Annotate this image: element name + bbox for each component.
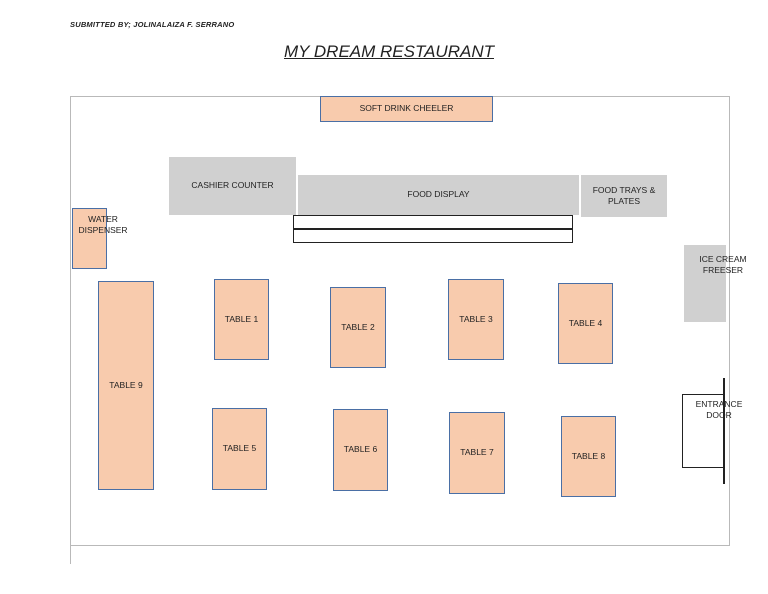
wall-left: [70, 96, 71, 564]
table-9-label: TABLE 9: [109, 379, 143, 390]
table-8: TABLE 8: [561, 416, 616, 497]
table-6: TABLE 6: [333, 409, 388, 491]
table-8-label: TABLE 8: [571, 450, 606, 461]
food-trays-plates-label: FOOD TRAYS & PLATES: [592, 184, 656, 206]
soft-drink-cheeler-label: SOFT DRINK CHEELER: [359, 103, 454, 114]
table-6-label: TABLE 6: [343, 444, 378, 455]
ice-cream-freeser: [684, 245, 726, 322]
table-5-label: TABLE 5: [222, 443, 257, 454]
table-4-label: TABLE 4: [568, 317, 603, 328]
table-1: TABLE 1: [214, 279, 269, 360]
soft-drink-cheeler: SOFT DRINK CHEELER: [320, 96, 493, 122]
food-trays-plates: FOOD TRAYS & PLATES: [581, 175, 667, 217]
serving-counter-upper: [293, 215, 573, 229]
table-3-label: TABLE 3: [459, 313, 493, 324]
table-7-label: TABLE 7: [460, 447, 494, 458]
ice-cream-freeser-label: ICE CREAM FREESER: [699, 253, 747, 275]
entrance-door-post: [723, 378, 725, 484]
table-1-label: TABLE 1: [224, 313, 259, 324]
food-display: FOOD DISPLAY: [298, 175, 579, 215]
table-3: TABLE 3: [448, 279, 504, 360]
table-2: TABLE 2: [330, 287, 386, 368]
table-4: TABLE 4: [558, 283, 613, 364]
submitted-by-label: SUBMITTED BY; JOLINALAIZA F. SERRANO: [70, 20, 235, 29]
wall-right: [729, 96, 730, 546]
page-title: MY DREAM RESTAURANT: [283, 42, 494, 61]
food-display-label: FOOD DISPLAY: [407, 189, 470, 200]
table-2-label: TABLE 2: [341, 321, 375, 332]
cashier-counter: CASHIER COUNTER: [169, 157, 296, 215]
cashier-counter-label: CASHIER COUNTER: [191, 180, 274, 191]
table-9: TABLE 9: [98, 281, 154, 490]
table-5: TABLE 5: [212, 408, 267, 490]
water-dispenser-label: WATER DISPENSER: [78, 213, 128, 235]
table-7: TABLE 7: [449, 412, 505, 494]
water-dispenser: [72, 208, 107, 269]
serving-counter-lower: [293, 229, 573, 243]
entrance-door-label: ENTRANCE DOOR: [695, 398, 743, 420]
wall-bottom: [70, 545, 730, 546]
